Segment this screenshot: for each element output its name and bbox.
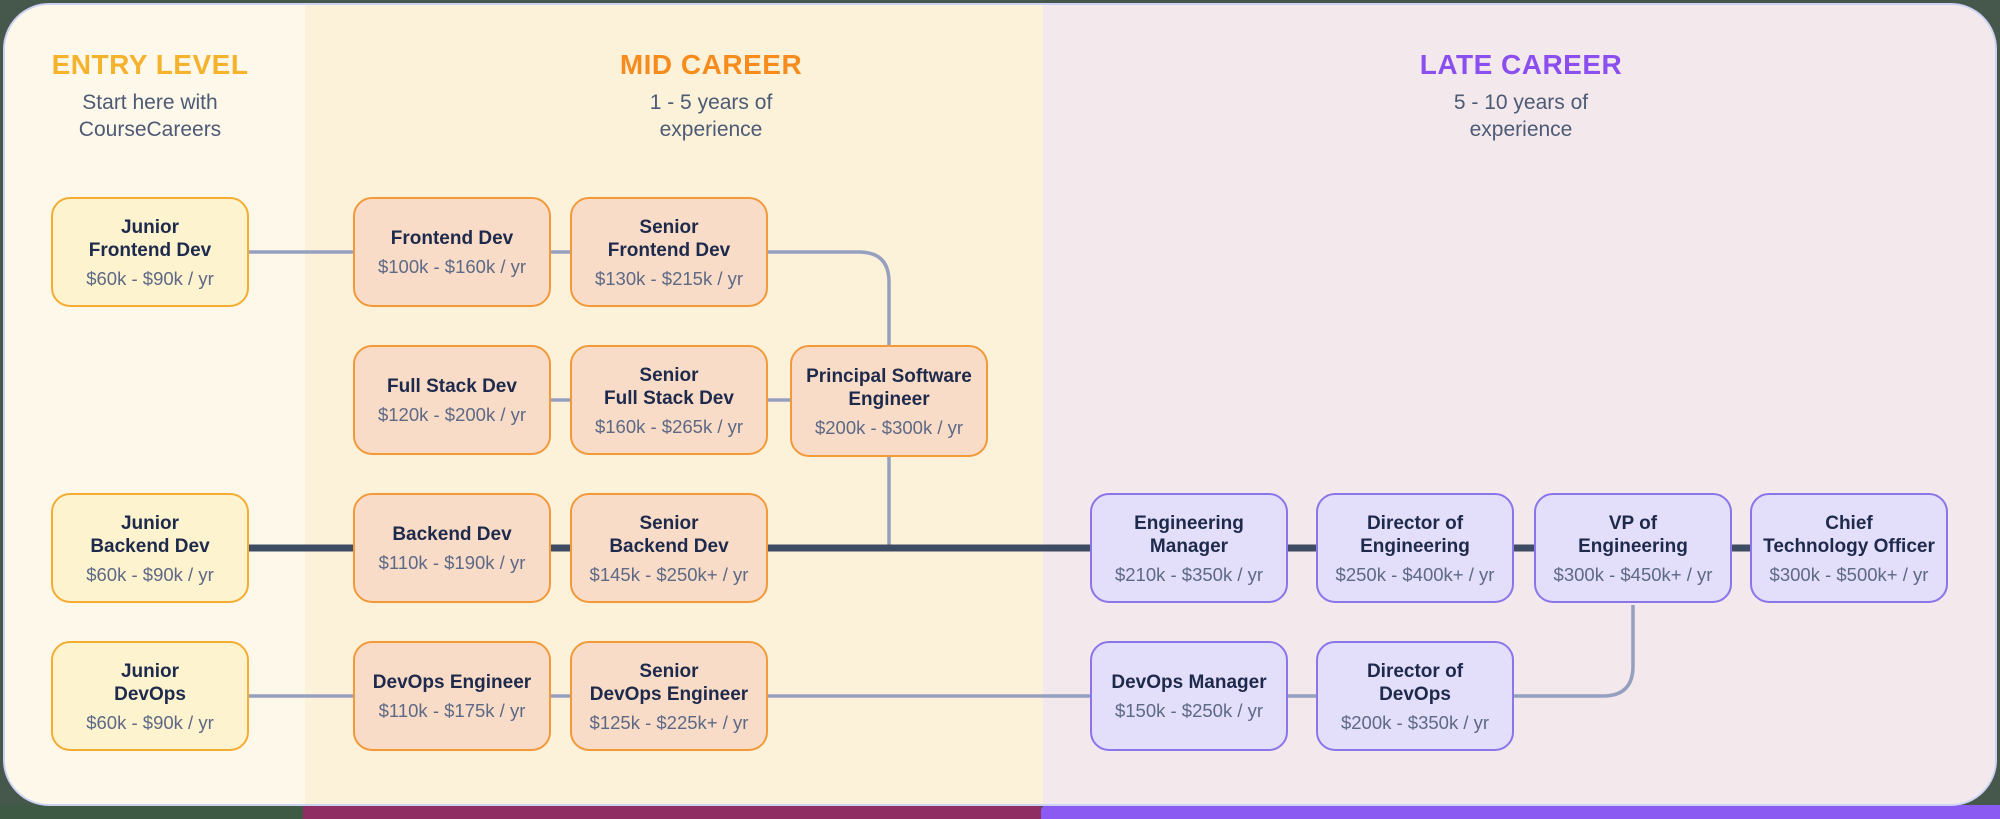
role-title: Full Stack Dev bbox=[387, 376, 517, 397]
role-card-senior-frontend-dev: Senior Frontend Dev $130k - $215k / yr bbox=[570, 197, 768, 307]
role-salary: $145k - $250k+ / yr bbox=[589, 563, 749, 585]
role-card-junior-frontend-dev: Junior Frontend Dev $60k - $90k / yr bbox=[51, 197, 249, 307]
late-career-header: LATE CAREER 5 - 10 years of experience bbox=[1341, 50, 1701, 143]
role-salary: $60k - $90k / yr bbox=[86, 711, 214, 733]
role-card-senior-devops-engineer: Senior DevOps Engineer $125k - $225k+ / … bbox=[570, 641, 768, 751]
role-salary: $120k - $200k / yr bbox=[377, 404, 527, 425]
role-salary: $100k - $160k / yr bbox=[377, 256, 527, 277]
entry-level-subtitle: Start here with CourseCareers bbox=[78, 91, 222, 141]
role-salary: $125k - $225k+ / yr bbox=[589, 711, 749, 733]
role-card-full-stack-dev: Full Stack Dev $120k - $200k / yr bbox=[353, 345, 551, 455]
mid-career-subtitle: 1 - 5 years of experience bbox=[649, 91, 773, 141]
role-title: Chief Technology Officer bbox=[1763, 512, 1935, 557]
role-title: Junior Backend Dev bbox=[90, 512, 210, 557]
role-card-frontend-dev: Frontend Dev $100k - $160k / yr bbox=[353, 197, 551, 307]
role-title: Senior Backend Dev bbox=[609, 512, 729, 557]
role-title: Engineering Manager bbox=[1134, 512, 1244, 557]
role-title: VP of Engineering bbox=[1578, 512, 1688, 557]
role-card-senior-backend-dev: Senior Backend Dev $145k - $250k+ / yr bbox=[570, 493, 768, 603]
role-title: Director of Engineering bbox=[1360, 512, 1470, 557]
connector-frontend-track bbox=[249, 250, 891, 346]
role-card-principal-software-engineer: Principal Software Engineer $200k - $300… bbox=[790, 345, 988, 457]
role-title: DevOps Manager bbox=[1111, 672, 1267, 693]
role-card-director-of-engineering: Director of Engineering $250k - $400k+ /… bbox=[1316, 493, 1514, 603]
role-title: Junior Frontend Dev bbox=[88, 216, 212, 261]
role-salary: $210k - $350k / yr bbox=[1114, 563, 1264, 585]
role-title: Senior DevOps Engineer bbox=[589, 660, 749, 705]
role-salary: $160k - $265k / yr bbox=[594, 415, 744, 437]
role-title: Director of DevOps bbox=[1366, 660, 1464, 705]
role-salary: $300k - $450k+ / yr bbox=[1553, 563, 1713, 585]
role-title: Senior Frontend Dev bbox=[607, 216, 731, 261]
role-salary: $200k - $300k / yr bbox=[814, 416, 964, 438]
role-card-engineering-manager: Engineering Manager $210k - $350k / yr bbox=[1090, 493, 1288, 603]
role-card-chief-technology-officer: Chief Technology Officer $300k - $500k+ … bbox=[1750, 493, 1948, 603]
role-card-devops-manager: DevOps Manager $150k - $250k / yr bbox=[1090, 641, 1288, 751]
bottom-strip-green bbox=[0, 805, 303, 819]
role-card-director-of-devops: Director of DevOps $200k - $350k / yr bbox=[1316, 641, 1514, 751]
role-title: Senior Full Stack Dev bbox=[604, 364, 734, 409]
connector-devops-track bbox=[249, 605, 1635, 698]
role-card-backend-dev: Backend Dev $110k - $190k / yr bbox=[353, 493, 551, 603]
role-salary: $300k - $500k+ / yr bbox=[1769, 563, 1929, 585]
role-title: Frontend Dev bbox=[390, 228, 514, 249]
role-salary: $60k - $90k / yr bbox=[86, 267, 214, 289]
role-title: Backend Dev bbox=[392, 524, 512, 545]
role-salary: $130k - $215k / yr bbox=[594, 267, 744, 289]
role-salary: $150k - $250k / yr bbox=[1114, 700, 1264, 721]
entry-level-header: ENTRY LEVEL Start here with CourseCareer… bbox=[0, 50, 330, 143]
role-title: DevOps Engineer bbox=[372, 672, 532, 693]
role-title: Principal Software Engineer bbox=[806, 365, 972, 410]
role-salary: $200k - $350k / yr bbox=[1340, 711, 1490, 733]
role-card-junior-devops: Junior DevOps $60k - $90k / yr bbox=[51, 641, 249, 751]
role-card-senior-full-stack-dev: Senior Full Stack Dev $160k - $265k / yr bbox=[570, 345, 768, 455]
mid-career-title: MID CAREER bbox=[619, 49, 803, 80]
role-title: Junior DevOps bbox=[114, 660, 186, 705]
role-salary: $110k - $175k / yr bbox=[378, 700, 526, 721]
mid-career-header: MID CAREER 1 - 5 years of experience bbox=[531, 50, 891, 143]
role-card-devops-engineer: DevOps Engineer $110k - $175k / yr bbox=[353, 641, 551, 751]
late-career-subtitle: 5 - 10 years of experience bbox=[1453, 91, 1589, 141]
late-career-title: LATE CAREER bbox=[1419, 49, 1623, 80]
role-salary: $110k - $190k / yr bbox=[378, 552, 526, 573]
bottom-strip-purple bbox=[1041, 805, 2000, 819]
role-card-junior-backend-dev: Junior Backend Dev $60k - $90k / yr bbox=[51, 493, 249, 603]
role-salary: $60k - $90k / yr bbox=[86, 563, 214, 585]
role-salary: $250k - $400k+ / yr bbox=[1335, 563, 1495, 585]
entry-level-title: ENTRY LEVEL bbox=[51, 49, 249, 80]
role-card-vp-of-engineering: VP of Engineering $300k - $450k+ / yr bbox=[1534, 493, 1732, 603]
bottom-strip-maroon bbox=[303, 805, 1041, 819]
